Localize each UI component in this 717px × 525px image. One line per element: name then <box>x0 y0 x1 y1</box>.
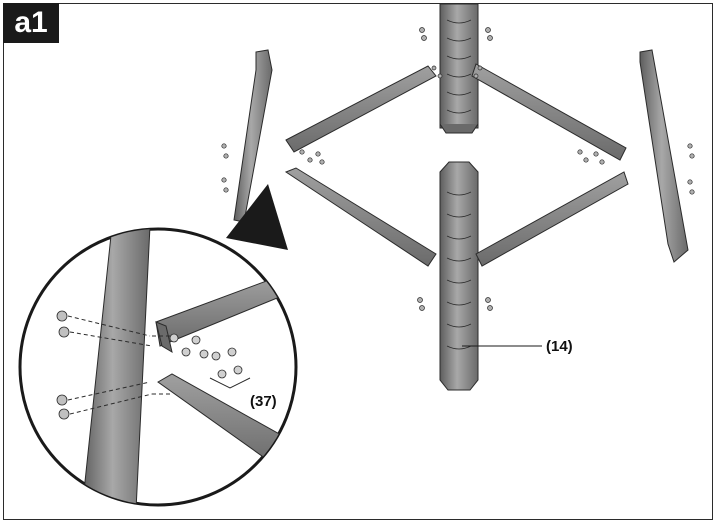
zoom-detail <box>18 227 298 507</box>
bar-upper-left <box>285 65 437 153</box>
bar-lower-right <box>475 171 629 267</box>
figure-id-badge: a1 <box>3 3 59 43</box>
fasteners <box>221 27 695 311</box>
bar-lower-left <box>284 167 437 267</box>
zoom-pointer <box>226 184 288 250</box>
side-post-right <box>639 49 689 263</box>
callout-label-14: (14) <box>546 338 573 355</box>
bar-upper-right <box>471 63 627 161</box>
center-post-top <box>439 3 479 134</box>
center-post-14 <box>439 161 479 391</box>
callout-label-37: (37) <box>250 393 277 410</box>
